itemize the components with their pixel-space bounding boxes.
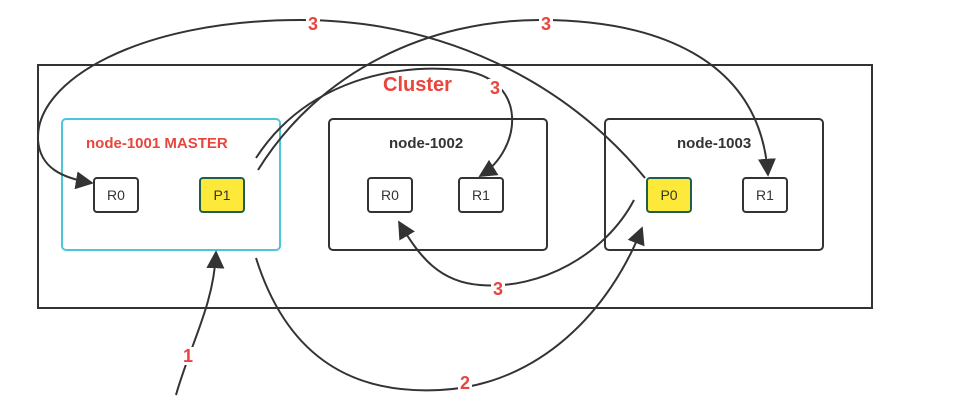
node-1002-shard-r0: R0 (367, 177, 413, 213)
node-1003-shard-r1: R1 (742, 177, 788, 213)
arrow-label-step-1: 1 (181, 346, 196, 366)
arrow-label-step-3-top-right: 3 (539, 14, 554, 34)
arrow-step-3-to-node-1002-r1 (255, 67, 513, 177)
node-1001-title: node-1001 MASTER (86, 135, 228, 152)
arrow-label-step-3-middle: 3 (488, 78, 503, 98)
node-1003-box (604, 118, 824, 251)
arrow-label-step-3-top-left: 3 (306, 14, 321, 34)
arrow-step-2 (255, 226, 645, 392)
node-1001-shard-r0: R0 (93, 177, 139, 213)
arrow-step-3-to-node-1002-r0 (398, 199, 635, 287)
node-1001-box (61, 118, 281, 251)
cluster-box (37, 64, 873, 309)
arrow-step-1 (175, 250, 225, 396)
arrow-label-step-3-bottom: 3 (491, 279, 506, 299)
node-1002-shard-r1: R1 (458, 177, 504, 213)
node-1002-box (328, 118, 548, 251)
arrow-label-step-2: 2 (458, 373, 473, 393)
node-1002-title: node-1002 (389, 135, 464, 152)
node-1003-shard-p0: P0 (646, 177, 692, 213)
arrow-step-3-to-node-1001-r0 (36, 18, 646, 190)
arrow-step-3-to-node-1003-r1 (257, 18, 776, 177)
cluster-title: Cluster (383, 74, 452, 96)
node-1003-title: node-1003 (677, 135, 752, 152)
node-1001-shard-p1: P1 (199, 177, 245, 213)
